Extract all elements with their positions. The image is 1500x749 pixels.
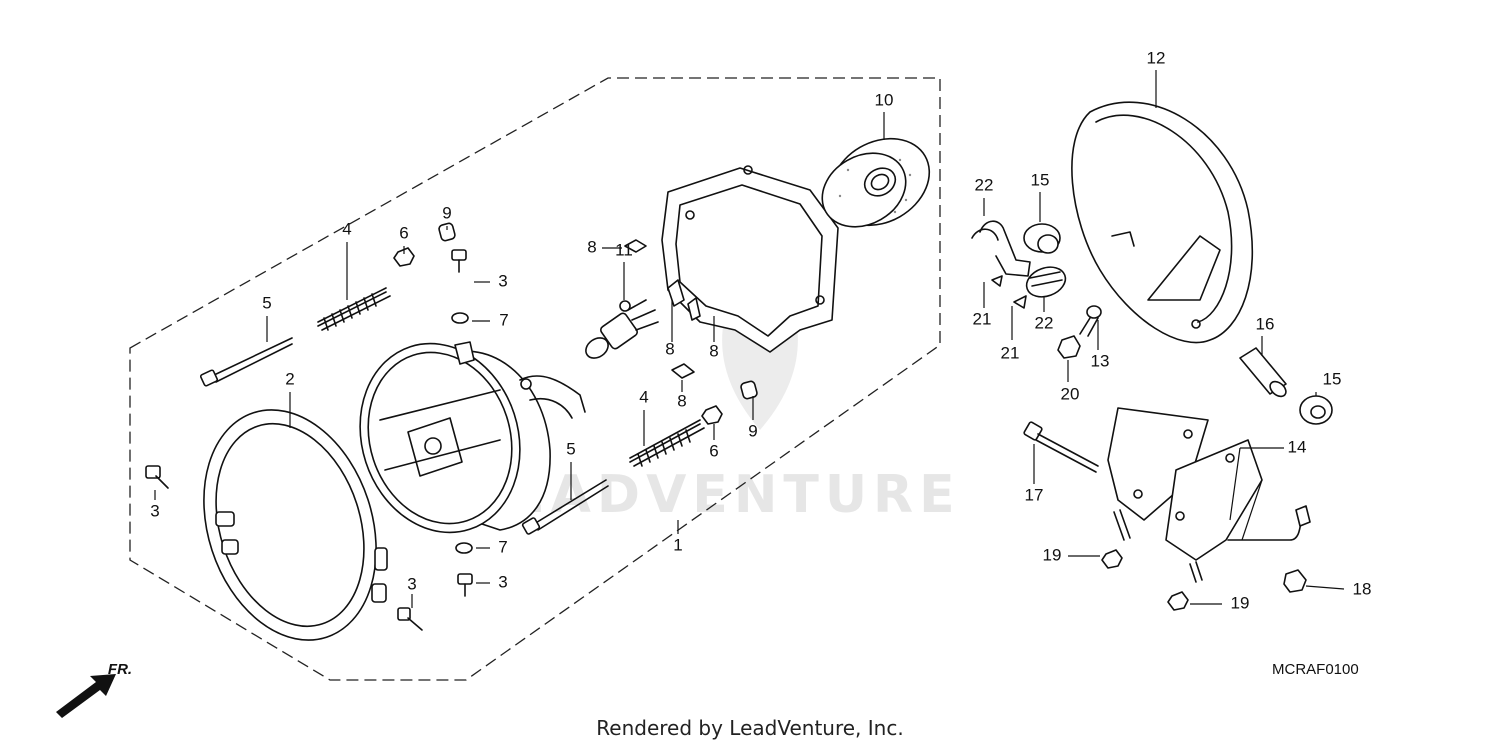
bolt-13-part[interactable] [1079, 305, 1102, 337]
callout-9: 9 [442, 203, 451, 222]
callout-19: 19 [1231, 593, 1250, 612]
callout-7: 7 [499, 310, 508, 329]
clip-8d-part[interactable] [671, 363, 695, 379]
washer-7a-part[interactable] [451, 312, 469, 324]
nut-6a-part[interactable] [393, 247, 415, 267]
callout-4: 4 [639, 387, 648, 406]
callout-8: 8 [587, 237, 596, 256]
callout-6: 6 [399, 223, 408, 242]
callout-13: 13 [1091, 351, 1110, 370]
adjusting-spring-lower-part[interactable] [629, 419, 705, 467]
stay-bracket-part[interactable] [1107, 407, 1311, 583]
screw-3c-part[interactable] [457, 573, 473, 597]
callout-4: 4 [342, 219, 351, 238]
callout-7: 7 [498, 537, 507, 556]
callout-11: 11 [615, 240, 633, 259]
callout-1: 1 [673, 535, 682, 554]
headlight-case-part[interactable] [1071, 101, 1254, 344]
callout-8: 8 [665, 339, 674, 358]
callout-22: 22 [975, 175, 994, 194]
bushing-15b-part[interactable] [1299, 395, 1333, 425]
clip-8a-part[interactable] [624, 239, 647, 253]
callout-8: 8 [677, 391, 686, 410]
socket-cover-part[interactable] [809, 121, 945, 242]
callout-8: 8 [709, 341, 718, 360]
callout-2: 2 [285, 369, 294, 388]
nut-20-part[interactable] [1057, 335, 1081, 359]
callout-3: 3 [407, 574, 416, 593]
adjust-screw-lower-part[interactable] [521, 479, 609, 535]
front-direction-label: FR. [108, 661, 132, 678]
callout-9: 9 [748, 421, 757, 440]
callout-22: 22 [1035, 313, 1054, 332]
footer-credit: Rendered by LeadVenture, Inc. [596, 716, 904, 740]
nut-19a-part[interactable] [1101, 549, 1123, 569]
screw-3d-part[interactable] [397, 607, 423, 631]
callout-6: 6 [709, 441, 718, 460]
callout-labels: 1 2 3 3 3 3 4 4 5 5 6 6 7 7 8 8 8 8 9 9 … [150, 48, 1371, 612]
callout-21: 21 [973, 309, 992, 328]
leader-lines [154, 70, 1345, 608]
long-bolt-17-part[interactable] [1023, 421, 1099, 473]
callout-14: 14 [1288, 437, 1307, 456]
screw-21b-part[interactable] [1013, 295, 1027, 309]
callout-15: 15 [1031, 170, 1050, 189]
washer-7b-part[interactable] [455, 542, 473, 554]
wire-clip-part[interactable] [971, 220, 1031, 277]
callout-15: 15 [1323, 369, 1342, 388]
adjusting-spring-upper-part[interactable] [317, 287, 391, 331]
callout-21: 21 [1001, 343, 1020, 362]
headlight-bulb-part[interactable] [582, 299, 659, 362]
watermark: LEADVENTURE [470, 465, 961, 525]
headlight-unit-part[interactable] [336, 323, 586, 554]
callout-5: 5 [262, 293, 271, 312]
clip-8c-part[interactable] [687, 297, 701, 321]
nut-6b-part[interactable] [701, 405, 723, 425]
screw-21a-part[interactable] [991, 275, 1003, 287]
callout-20: 20 [1061, 384, 1080, 403]
cap-9a-part[interactable] [438, 222, 456, 242]
callout-18: 18 [1353, 579, 1372, 598]
cap-9b-part[interactable] [740, 380, 758, 400]
rim-ring-part[interactable] [176, 387, 405, 662]
callout-17: 17 [1025, 485, 1044, 504]
screw-3b-part[interactable] [145, 465, 169, 489]
callout-3: 3 [498, 271, 507, 290]
callout-12: 12 [1147, 48, 1166, 67]
grommet-22-part[interactable] [1022, 262, 1069, 302]
screw-3a-part[interactable] [451, 249, 467, 273]
callout-3: 3 [498, 572, 507, 591]
assembly-boundary [129, 77, 941, 681]
front-direction-arrow-icon [56, 674, 116, 718]
bushing-15a-part[interactable] [1023, 223, 1061, 254]
collar-16-part[interactable] [1239, 347, 1289, 399]
callout-16: 16 [1256, 314, 1275, 333]
adjust-screw-upper-part[interactable] [199, 337, 293, 387]
callout-10: 10 [875, 90, 894, 109]
headlight-bracket-part[interactable] [661, 165, 839, 353]
diagram-code: MCRAF0100 [1272, 661, 1359, 678]
callout-3: 3 [150, 501, 159, 520]
callout-5: 5 [566, 439, 575, 458]
nut-18-part[interactable] [1283, 569, 1307, 593]
nut-19b-part[interactable] [1167, 591, 1189, 611]
callout-19: 19 [1043, 545, 1062, 564]
